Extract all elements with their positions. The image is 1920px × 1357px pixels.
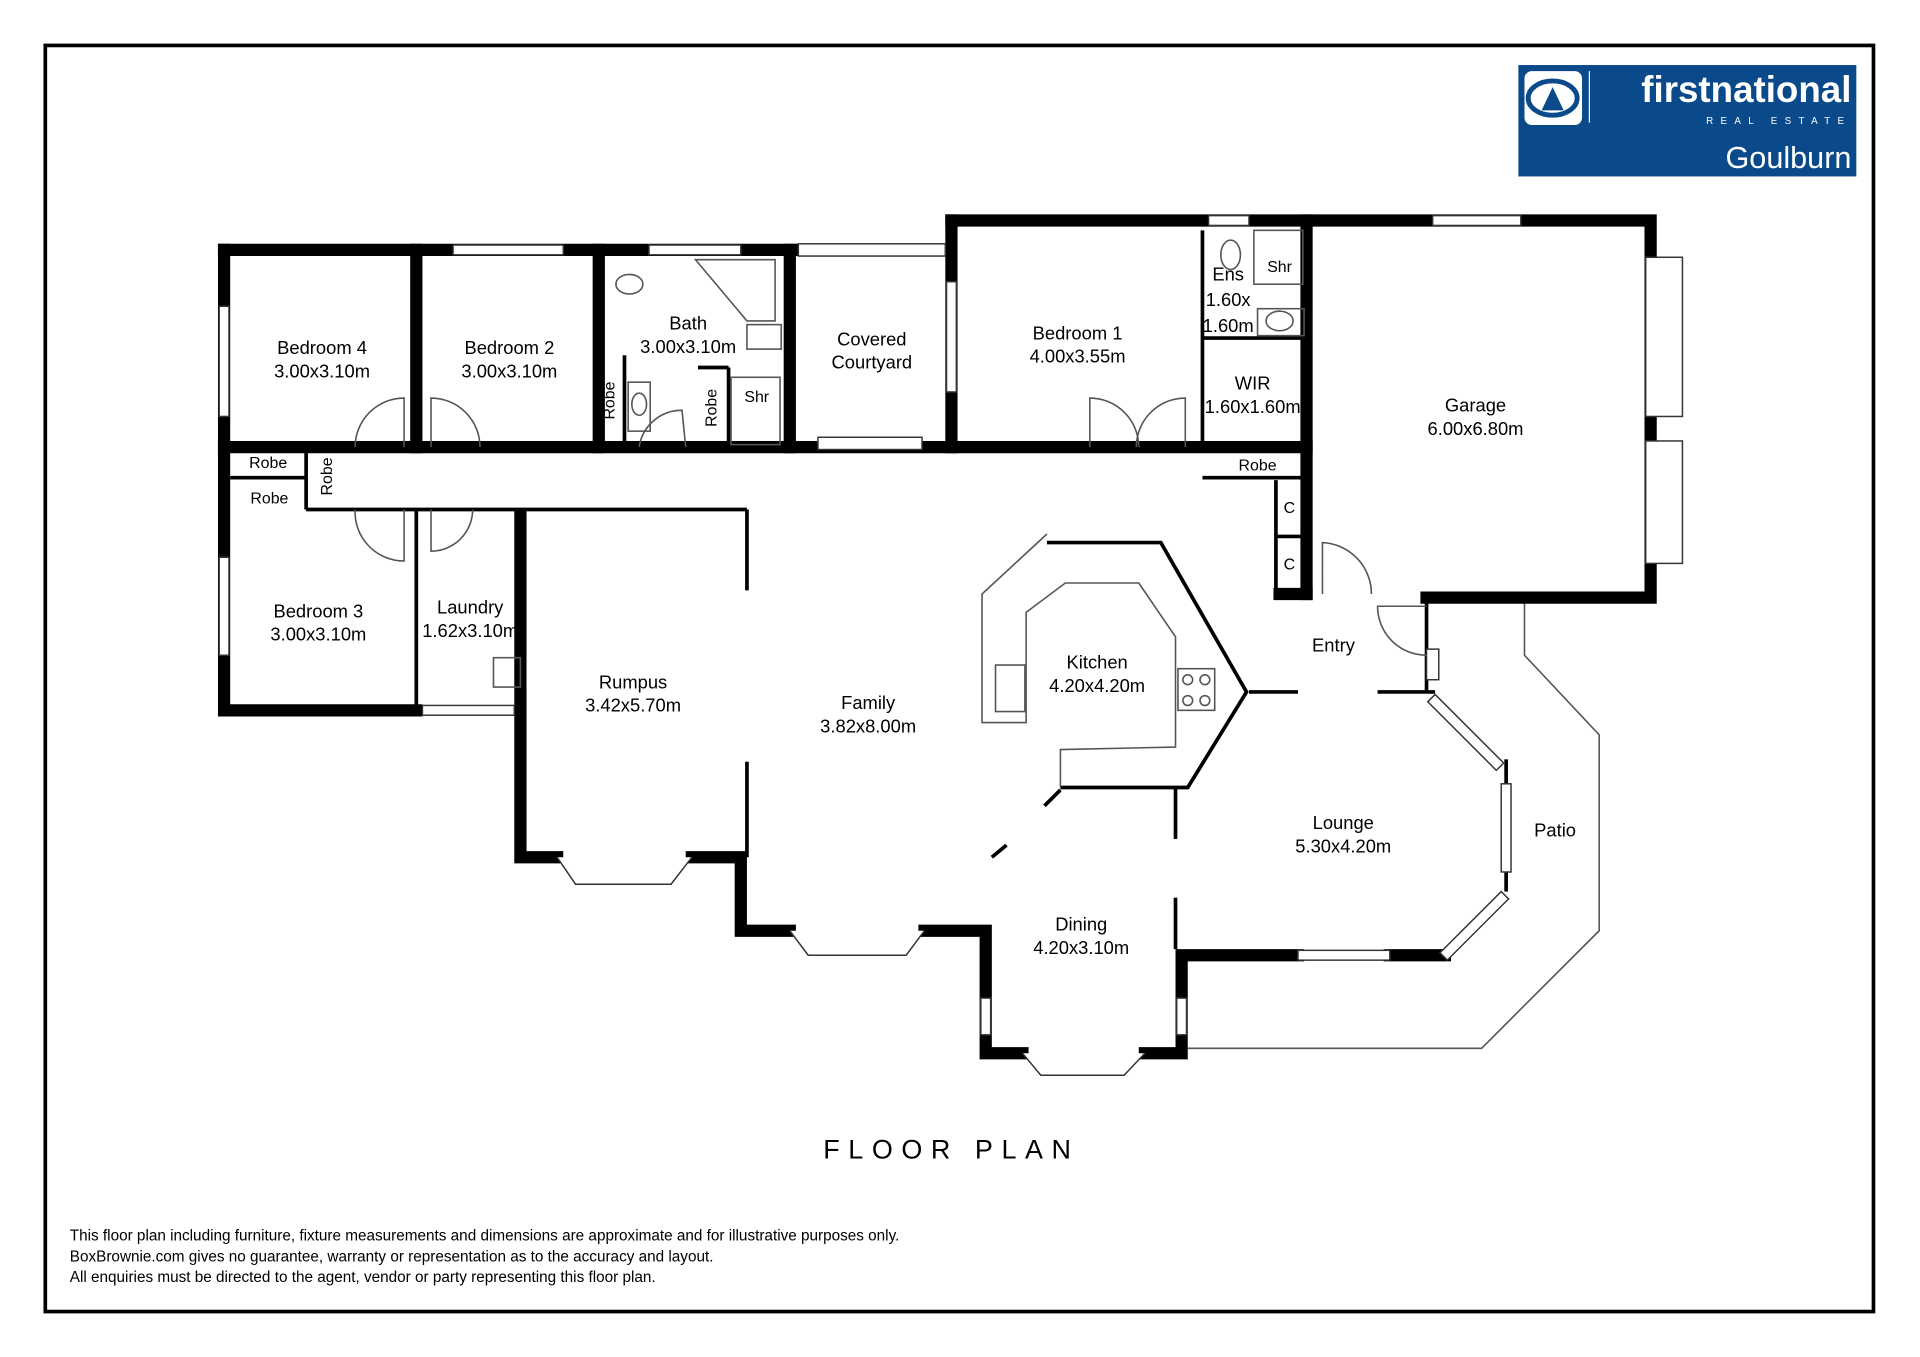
laundry-name: Laundry <box>437 597 504 618</box>
wir-size: 1.60x1.60m <box>1205 396 1301 417</box>
cupboard-2: C <box>1284 557 1296 574</box>
lounge-size: 5.30x4.20m <box>1295 835 1391 856</box>
dining-size: 4.20x3.10m <box>1033 937 1129 958</box>
robe-bed4: Robe <box>249 455 287 472</box>
bedroom4-name: Bedroom 4 <box>277 337 367 358</box>
laundry-size: 1.62x3.10m <box>422 620 518 641</box>
plan-title: FLOOR PLAN <box>823 1135 1079 1165</box>
ens-shower: Shr <box>1267 259 1292 276</box>
doors <box>354 397 1427 657</box>
patio-outline <box>1187 602 1600 1050</box>
garage-size: 6.00x6.80m <box>1428 418 1524 439</box>
robe-bed3: Robe <box>250 490 288 507</box>
courtyard-name2: Courtyard <box>832 352 913 373</box>
disclaimer-line-1: This floor plan including furniture, fix… <box>70 1228 900 1245</box>
kitchen-size: 4.20x4.20m <box>1049 675 1145 696</box>
bedroom4-size: 3.00x3.10m <box>274 360 370 381</box>
bedroom3-name: Bedroom 3 <box>273 600 363 621</box>
robe-bed1: Robe <box>1239 457 1277 474</box>
cooktop-icon <box>1177 667 1216 712</box>
firstnational-logo: firstnational REAL ESTATE Goulburn <box>1518 65 1857 177</box>
courtyard-name: Covered <box>837 328 906 349</box>
disclaimer-line-2: BoxBrownie.com gives no guarantee, warra… <box>70 1248 714 1265</box>
robe-hall: Robe <box>319 457 336 495</box>
ens-name: Ens <box>1212 264 1244 285</box>
disclaimer-line-3: All enquiries must be directed to the ag… <box>70 1269 656 1286</box>
robe-bath: Robe <box>703 389 720 427</box>
page-border <box>43 43 1876 1314</box>
family-size: 3.82x8.00m <box>820 715 916 736</box>
robe-bed2: Robe <box>602 381 619 419</box>
ens-size2: 1.60m <box>1203 315 1254 336</box>
rumpus-size: 3.42x5.70m <box>585 695 681 716</box>
wir-name: WIR <box>1235 373 1271 394</box>
cupboard-1: C <box>1284 500 1296 517</box>
kitchen-wall <box>1046 540 1249 790</box>
sink-icon <box>994 664 1026 713</box>
rumpus-name: Rumpus <box>599 671 667 692</box>
patio-name: Patio <box>1534 819 1576 840</box>
bath-size: 3.00x3.10m <box>640 336 736 357</box>
garage-name: Garage <box>1445 395 1506 416</box>
logo-brand: firstnational <box>1641 69 1851 110</box>
logo-sub: REAL ESTATE <box>1706 116 1851 127</box>
bathroom-fixtures <box>492 229 1305 688</box>
bedroom2-size: 3.00x3.10m <box>461 360 557 381</box>
entry-name: Entry <box>1312 635 1356 656</box>
kitchen-name: Kitchen <box>1067 652 1128 673</box>
room-labels: Bedroom 4 3.00x3.10m Bedroom 2 3.00x3.10… <box>249 259 1576 958</box>
ens-size1: 1.60x <box>1206 289 1251 310</box>
logo-office: Goulburn <box>1726 141 1852 175</box>
bedroom1-size: 4.00x3.55m <box>1030 346 1126 367</box>
windows <box>218 214 1684 1076</box>
kitchen-bench <box>981 533 1177 788</box>
lounge-name: Lounge <box>1313 812 1374 833</box>
bedroom1-name: Bedroom 1 <box>1033 322 1123 343</box>
bath-shower: Shr <box>744 389 769 406</box>
dining-name: Dining <box>1055 914 1107 935</box>
bedroom3-size: 3.00x3.10m <box>270 624 366 645</box>
bath-name: Bath <box>669 313 707 334</box>
bedroom2-name: Bedroom 2 <box>464 337 554 358</box>
family-name: Family <box>841 692 896 713</box>
